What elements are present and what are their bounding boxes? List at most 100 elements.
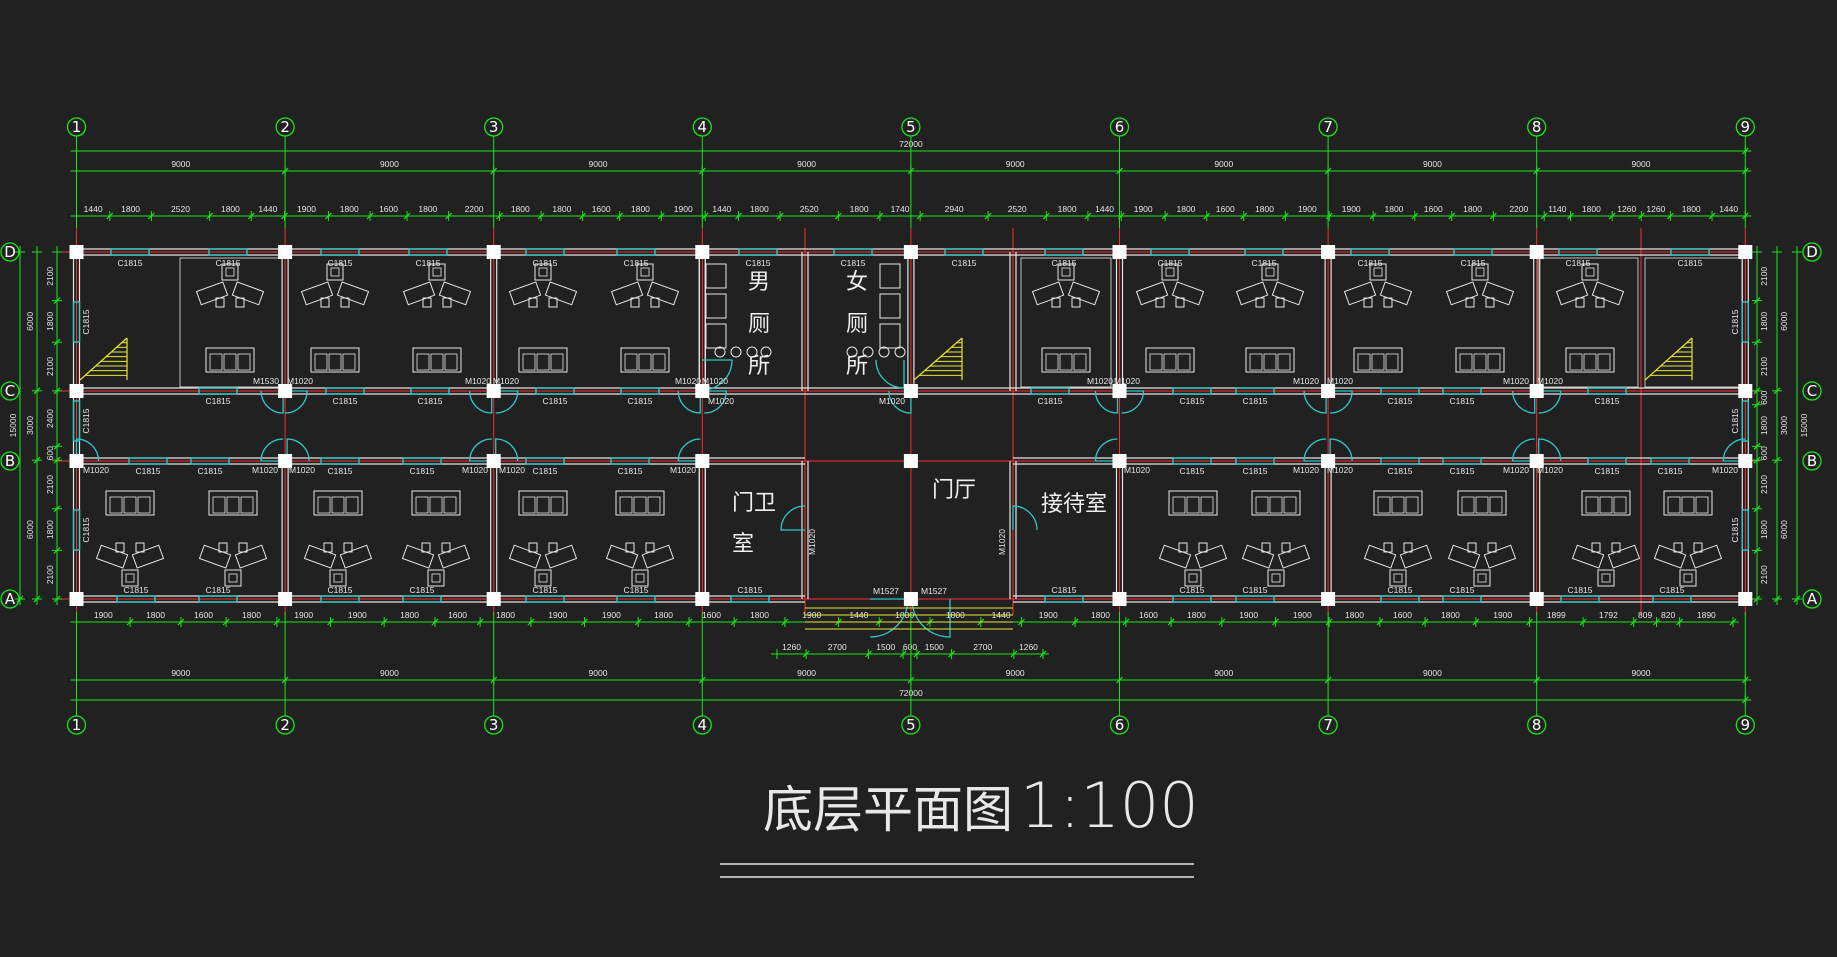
axis-bubble-left-C	[0, 381, 20, 401]
sofa-seat	[1405, 496, 1419, 514]
sofa-seat	[1487, 353, 1501, 371]
door-label-corr-s-0: M1020	[83, 465, 109, 475]
top-detail-slash	[147, 212, 155, 220]
sofa-seat	[1283, 496, 1297, 514]
chair-left	[1155, 297, 1165, 308]
window-label-corridor-s-9: C1815	[1449, 466, 1474, 476]
entrance-slash	[1039, 650, 1047, 658]
axis-number-top-1: 1	[72, 118, 82, 136]
chair-left	[1467, 542, 1477, 553]
right-detail-slash	[1753, 505, 1761, 513]
window-label-south-13: C1815	[1659, 585, 1684, 595]
top-detail-value-19: 1740	[891, 204, 910, 214]
sofa-north-3	[518, 347, 568, 373]
bottom-detail-value-30: 1792	[1599, 610, 1618, 620]
right-total-slash	[1793, 595, 1801, 603]
computer	[329, 569, 347, 587]
door-corridor-north-3	[677, 390, 701, 414]
computer-screen	[1265, 267, 1275, 277]
computer	[427, 569, 445, 587]
sofa-north-10	[1565, 347, 1615, 373]
door-label-corr-n-1: M1020	[465, 376, 491, 386]
column-1-B	[69, 454, 84, 468]
top-detail-slash	[247, 212, 255, 220]
top-bays-value-0: 9000	[171, 159, 190, 169]
sofa-seat	[226, 496, 240, 514]
window-corridor-south-7	[1235, 457, 1275, 465]
window-corridor-north-5	[1030, 387, 1070, 395]
desk-right	[1481, 281, 1515, 306]
desk-left	[1571, 544, 1605, 569]
entrance-value-1: 2700	[828, 642, 847, 652]
desk-set-north-3	[508, 263, 578, 308]
column-6-B	[1112, 454, 1127, 468]
left-detail-value-7: 2100	[45, 565, 55, 584]
door-corridor-south-4	[495, 438, 519, 462]
top-detail-value-7: 1600	[379, 204, 398, 214]
chair-right	[238, 542, 248, 553]
desk-left	[198, 544, 232, 569]
top-bays-value-1: 9000	[380, 159, 399, 169]
sofa-seat	[1073, 353, 1087, 371]
sofa-seat	[1177, 353, 1191, 371]
desk-right	[131, 544, 165, 569]
drawing-scale: 1:100	[1020, 769, 1199, 842]
top-detail-value-24: 1900	[1134, 204, 1153, 214]
sofa-north-1	[310, 347, 360, 373]
bottom-detail-slash	[177, 618, 185, 626]
window-label-corridor-10: C1815	[1594, 396, 1619, 406]
sofa-north-8	[1353, 347, 1403, 373]
top-bays-value-4: 9000	[1006, 159, 1025, 169]
sofa-seat	[624, 353, 638, 371]
window-label-south-1: C1815	[205, 585, 230, 595]
window-north-2	[320, 248, 360, 256]
entrance-value-4: 1500	[925, 642, 944, 652]
top-detail-slash	[916, 212, 924, 220]
column-9-D	[1738, 245, 1753, 259]
bottom-detail-value-26: 1600	[1393, 610, 1412, 620]
computer	[1679, 569, 1697, 587]
bottom-detail-value-24: 1900	[1293, 610, 1312, 620]
left-detail-slash	[53, 505, 61, 513]
entrance-slash	[802, 650, 810, 658]
chair-left	[1591, 542, 1601, 553]
sofa-seat	[522, 353, 536, 371]
top-detail-slash	[445, 212, 453, 220]
window-corridor-south-8	[1380, 457, 1420, 465]
desk-left	[605, 544, 639, 569]
left-outer-value-0: 6000	[25, 312, 35, 331]
window-north-4	[525, 248, 565, 256]
sofa-south-8	[1373, 490, 1423, 516]
window-north-14	[1558, 248, 1598, 256]
computer	[1267, 569, 1285, 587]
chair-right	[441, 542, 451, 553]
door-corridor-north-10	[1512, 390, 1536, 414]
column-4-A	[695, 592, 710, 606]
window-label-north-9: C1815	[1051, 258, 1076, 268]
sofa-seat	[1391, 496, 1405, 514]
top-detail-value-12: 1600	[592, 204, 611, 214]
chair-left	[1673, 542, 1683, 553]
column-4-D	[695, 245, 710, 259]
left-detail-slash	[53, 456, 61, 464]
entrance-value-2: 1500	[876, 642, 895, 652]
chair-right	[548, 542, 558, 553]
top-detail-slash	[1161, 212, 1169, 220]
axis-number-bottom-1: 1	[72, 716, 82, 734]
door-corridor-north-1	[469, 390, 493, 414]
top-detail-slash	[1240, 212, 1248, 220]
chair-left	[1575, 297, 1585, 308]
sofa-seat	[638, 353, 652, 371]
top-detail-slash	[1369, 212, 1377, 220]
left-detail-value-2: 2100	[45, 357, 55, 376]
column-6-A	[1112, 592, 1127, 606]
sofa-frame	[1168, 490, 1218, 516]
computer-screen	[1477, 573, 1487, 583]
door-entry-left	[869, 598, 909, 638]
sofa-south-3	[411, 490, 461, 516]
bottom-bays-value-6: 9000	[1423, 668, 1442, 678]
top-detail-slash	[735, 212, 742, 220]
top-bays-value-7: 9000	[1632, 159, 1651, 169]
